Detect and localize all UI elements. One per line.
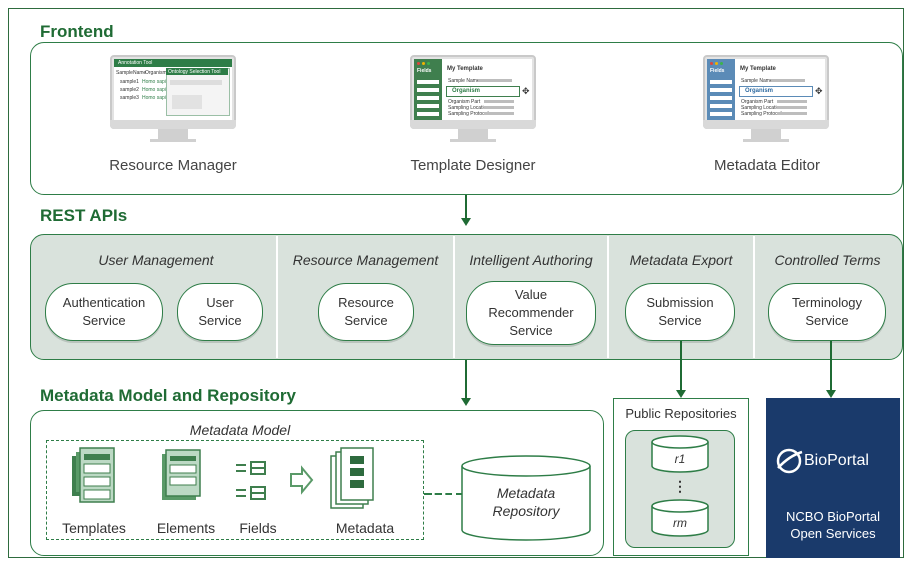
submission-to-public-arrowhead <box>676 390 686 398</box>
metadata-label: Metadata <box>335 520 395 536</box>
td-move-icon: ✥ <box>522 86 530 96</box>
bioportal-box <box>766 398 900 558</box>
user-service: User Service <box>177 283 263 341</box>
fields-icon <box>236 461 266 500</box>
metadata-icon <box>330 447 374 509</box>
me-move-icon: ✥ <box>815 86 823 96</box>
public-repo-cylinders <box>651 435 709 537</box>
repo-rm-cylinder <box>651 499 709 537</box>
metadata-repository-cylinder <box>461 455 591 541</box>
me-template-title: My Template <box>740 66 776 72</box>
col-samplename: SampleName <box>116 70 147 76</box>
td-field-2: Organism <box>452 88 481 94</box>
row-value-2: Homo sapiens <box>142 87 174 93</box>
api-divider-2 <box>453 236 455 358</box>
row-value-1: Homo sapiens <box>142 79 174 85</box>
td-field-3: Organism Part <box>448 99 481 105</box>
group-metadata-export: Metadata Export <box>629 252 733 268</box>
api-to-repo-arrow <box>465 360 467 398</box>
api-to-repo-arrowhead <box>461 398 471 406</box>
value-recommender-service: Value Recommender Service <box>466 281 596 345</box>
authentication-service: Authentication Service <box>45 283 163 341</box>
td-field-1: Sample Name <box>448 78 480 84</box>
api-divider-1 <box>276 236 278 358</box>
me-field-5: Sampling Protocol <box>741 111 782 117</box>
metadata-model-title: Metadata Model <box>189 422 291 438</box>
group-intelligent-authoring: Intelligent Authoring <box>469 252 593 268</box>
row-sample2: sample2 <box>120 87 139 93</box>
api-divider-3 <box>607 236 609 358</box>
group-user-management: User Management <box>98 252 214 268</box>
row-value-3: Homo sapiens <box>142 95 174 101</box>
me-field-2: Organism <box>745 88 774 94</box>
me-field-3: Organism Part <box>741 99 774 105</box>
group-resource-management: Resource Management <box>292 252 439 268</box>
ontology-popup-title: Ontology Selection Tool <box>168 69 221 75</box>
frontend-to-api-arrowhead <box>461 218 471 226</box>
bioportal-logo-text: BioPortal <box>804 452 869 469</box>
arrow-right-icon <box>290 465 314 495</box>
submission-service: Submission Service <box>625 283 735 341</box>
metadata-repository-label: Metadata Repository <box>492 485 560 519</box>
td-template-title: My Template <box>447 66 483 72</box>
annotation-tool-header: Annotation Tool <box>118 60 153 66</box>
row-sample3: sample3 <box>120 95 139 101</box>
metadata-model-icons <box>72 447 462 509</box>
repo-r1-label: r1 <box>674 452 686 466</box>
resource-manager-caption: Resource Manager <box>109 157 237 174</box>
td-fields-label: Fields <box>417 68 432 74</box>
repo-r1-cylinder <box>651 435 709 473</box>
repo-rm-label: rm <box>673 516 687 530</box>
metadata-editor-caption: Metadata Editor <box>714 157 820 174</box>
fields-label: Fields <box>239 520 277 536</box>
me-field-1: Sample Name <box>741 78 773 84</box>
frontend-title: Frontend <box>40 22 114 41</box>
template-designer-caption: Template Designer <box>410 157 536 174</box>
me-fields-label: Fields <box>710 68 725 74</box>
terminology-to-bioportal-arrowhead <box>826 390 836 398</box>
elements-icon <box>162 449 201 500</box>
public-repositories-title: Public Repositories <box>625 406 737 421</box>
me-field-4: Sampling Location <box>741 105 783 111</box>
model-to-repo-connector <box>424 493 462 495</box>
frontend-to-api-arrow <box>465 195 467 218</box>
diagram-frame <box>8 8 904 558</box>
col-organism: Organism <box>145 70 167 76</box>
model-repo-title: Metadata Model and Repository <box>40 386 296 405</box>
metadata-model-box <box>46 440 424 540</box>
terminology-service: Terminology Service <box>768 283 886 341</box>
rest-apis-title: REST APIs <box>40 206 128 225</box>
td-field-5: Sampling Protocol <box>448 111 489 117</box>
repo-ellipsis: ⋮ <box>673 478 687 494</box>
bioportal-logo-icon <box>776 448 803 474</box>
elements-label: Elements <box>156 520 216 536</box>
bioportal-caption: NCBO BioPortal Open Services <box>786 509 880 541</box>
submission-to-public-arrow <box>680 341 682 390</box>
group-controlled-terms: Controlled Terms <box>774 252 881 268</box>
templates-label: Templates <box>62 520 126 536</box>
resource-service: Resource Service <box>318 283 414 341</box>
row-sample1: sample1 <box>120 79 139 85</box>
rest-apis-panel <box>30 234 903 360</box>
terminology-to-bioportal-arrow <box>830 341 832 390</box>
td-field-4: Sampling Location <box>448 105 490 111</box>
templates-icon <box>72 447 115 503</box>
api-divider-4 <box>753 236 755 358</box>
